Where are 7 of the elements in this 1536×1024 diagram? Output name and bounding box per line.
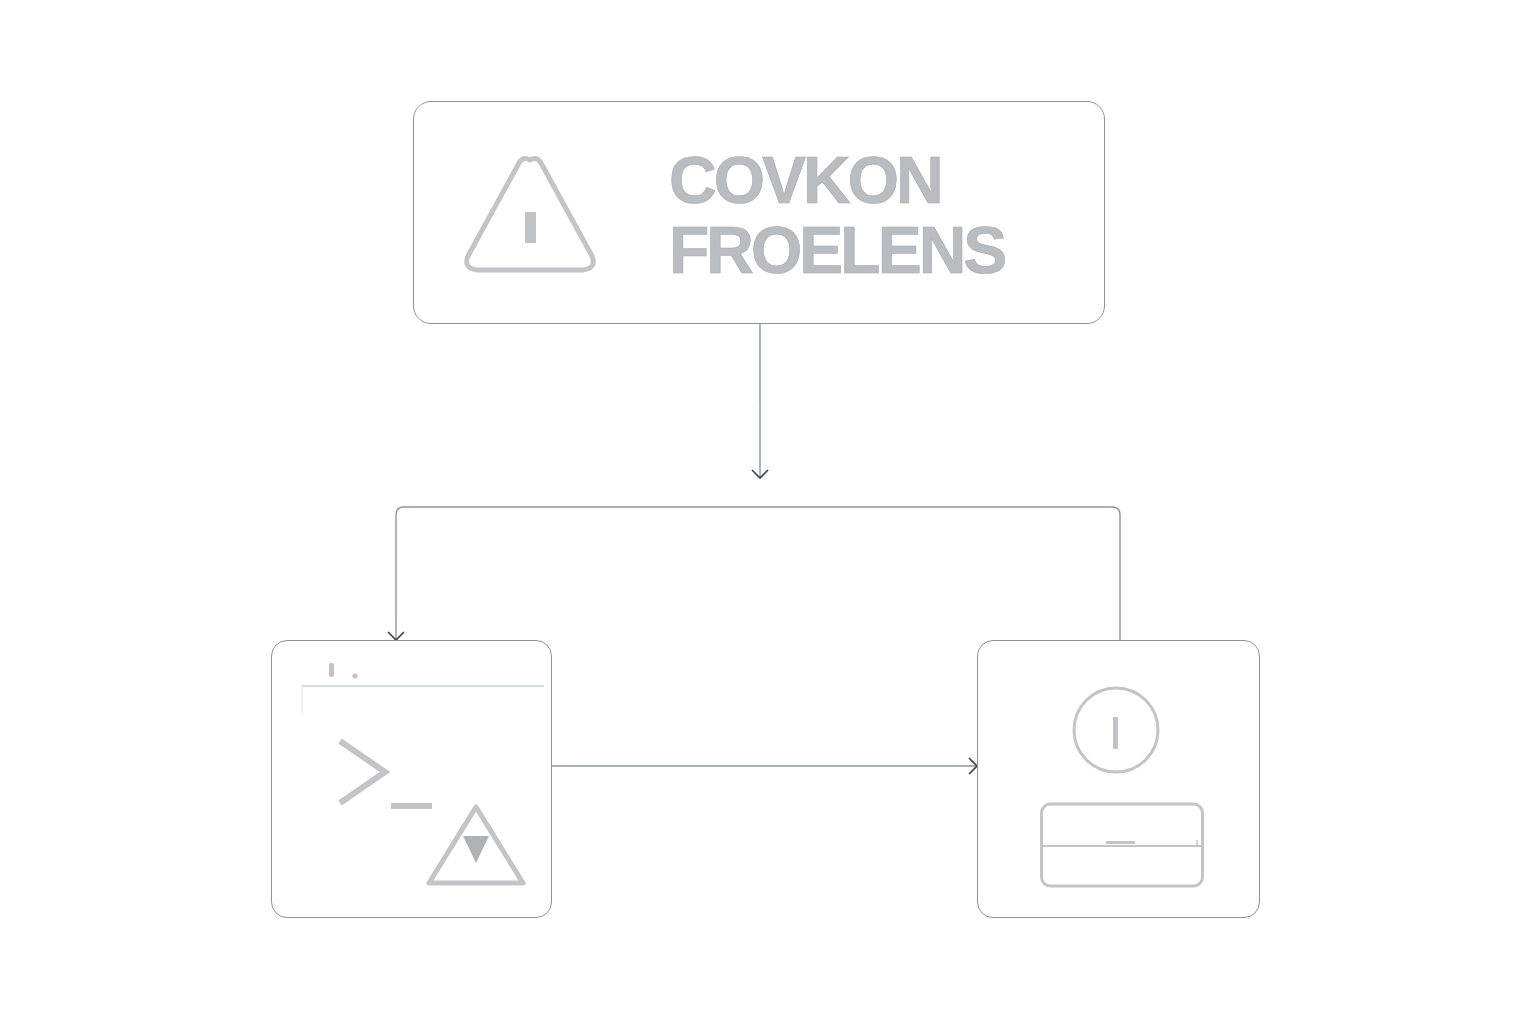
rounded-panel	[271, 640, 552, 918]
heading-panel	[413, 101, 1105, 324]
arrow	[551, 757, 978, 775]
heading-text: COVKON FROELENS	[669, 145, 1006, 285]
arrow	[751, 323, 769, 479]
arrow	[387, 506, 1121, 641]
rounded-panel	[977, 640, 1260, 918]
